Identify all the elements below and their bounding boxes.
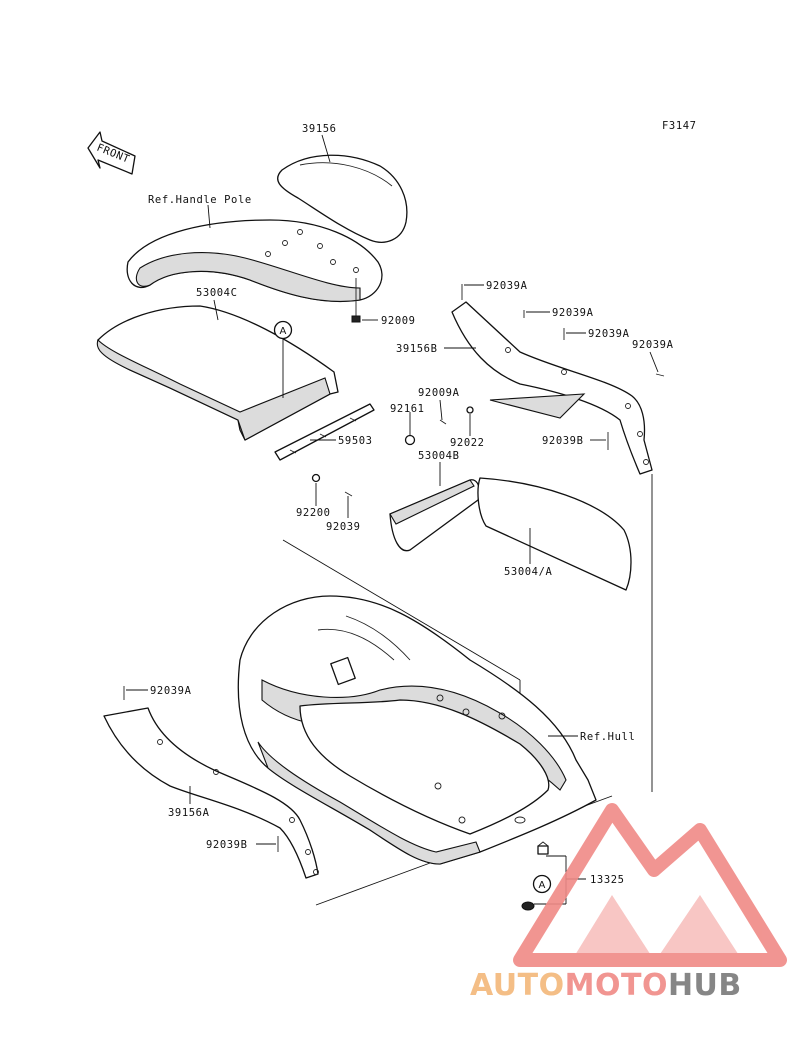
side-trim-39156a: [103, 707, 319, 879]
fastener-92039a-left: [123, 686, 279, 852]
watermark-hub: HUB: [668, 968, 742, 1003]
callout-a-top: A: [273, 320, 293, 398]
watermark-logo: AUTOMOTOHUB: [470, 803, 787, 1003]
label-92200: 92200: [296, 507, 331, 519]
label-39156a: 39156A: [168, 807, 210, 819]
label-92039a-4: 92039A: [632, 339, 674, 351]
label-39156b: 39156B: [396, 343, 438, 355]
rail-59503: [274, 403, 375, 461]
label-92039b-2: 92039B: [206, 839, 248, 851]
svg-text:AUTOMOTOHUB: AUTOMOTOHUB: [470, 968, 742, 1003]
watermark-moto: MOTO: [565, 968, 668, 1003]
label-ref-hull: Ref.Hull: [580, 731, 635, 743]
label-53004b: 53004B: [418, 450, 460, 462]
clip-92200: [311, 473, 321, 483]
label-92022: 92022: [450, 437, 485, 449]
pin-92039: [344, 491, 353, 497]
mat-53004c: [96, 305, 339, 441]
label-13325: 13325: [590, 874, 625, 886]
label-92009a: 92009A: [418, 387, 460, 399]
hull: [237, 595, 597, 865]
label-53004a: 53004/A: [504, 566, 553, 578]
watermark-auto: AUTO: [470, 968, 565, 1003]
bolt-92009: [351, 278, 361, 323]
label-92161: 92161: [390, 403, 425, 415]
bolt-92009a: [439, 419, 447, 425]
label-92039: 92039: [326, 521, 361, 533]
pad-53004b: [389, 479, 481, 552]
handle-pole-cover: [126, 219, 383, 303]
label-92039a-3: 92039A: [588, 328, 630, 340]
label-92039a-1: 92039A: [486, 280, 528, 292]
label-92039b-1: 92039B: [542, 435, 584, 447]
fastener-92039a-right: [461, 284, 665, 450]
front-arrow-icon: FRONT: [87, 131, 136, 175]
label-92039a-5: 92039A: [150, 685, 192, 697]
side-trim-39156b: [451, 301, 653, 475]
callout-a-bottom: A: [539, 880, 546, 891]
label-39156: 39156: [302, 123, 337, 135]
label-92009: 92009: [381, 315, 416, 327]
svg-text:A: A: [280, 326, 287, 337]
pad-53004a: [477, 477, 632, 591]
figure-code: F3147: [662, 120, 697, 132]
label-92039a-2: 92039A: [552, 307, 594, 319]
washer-92022: [466, 406, 474, 414]
labels: 39156 Ref.Handle Pole 92009 53004C 59503…: [126, 123, 674, 886]
label-ref-handle-pole: Ref.Handle Pole: [148, 194, 252, 206]
label-59503: 59503: [338, 435, 373, 447]
washer-92161: [404, 434, 416, 446]
seat-cushion-39156: [277, 154, 408, 243]
label-53004c: 53004C: [196, 287, 238, 299]
